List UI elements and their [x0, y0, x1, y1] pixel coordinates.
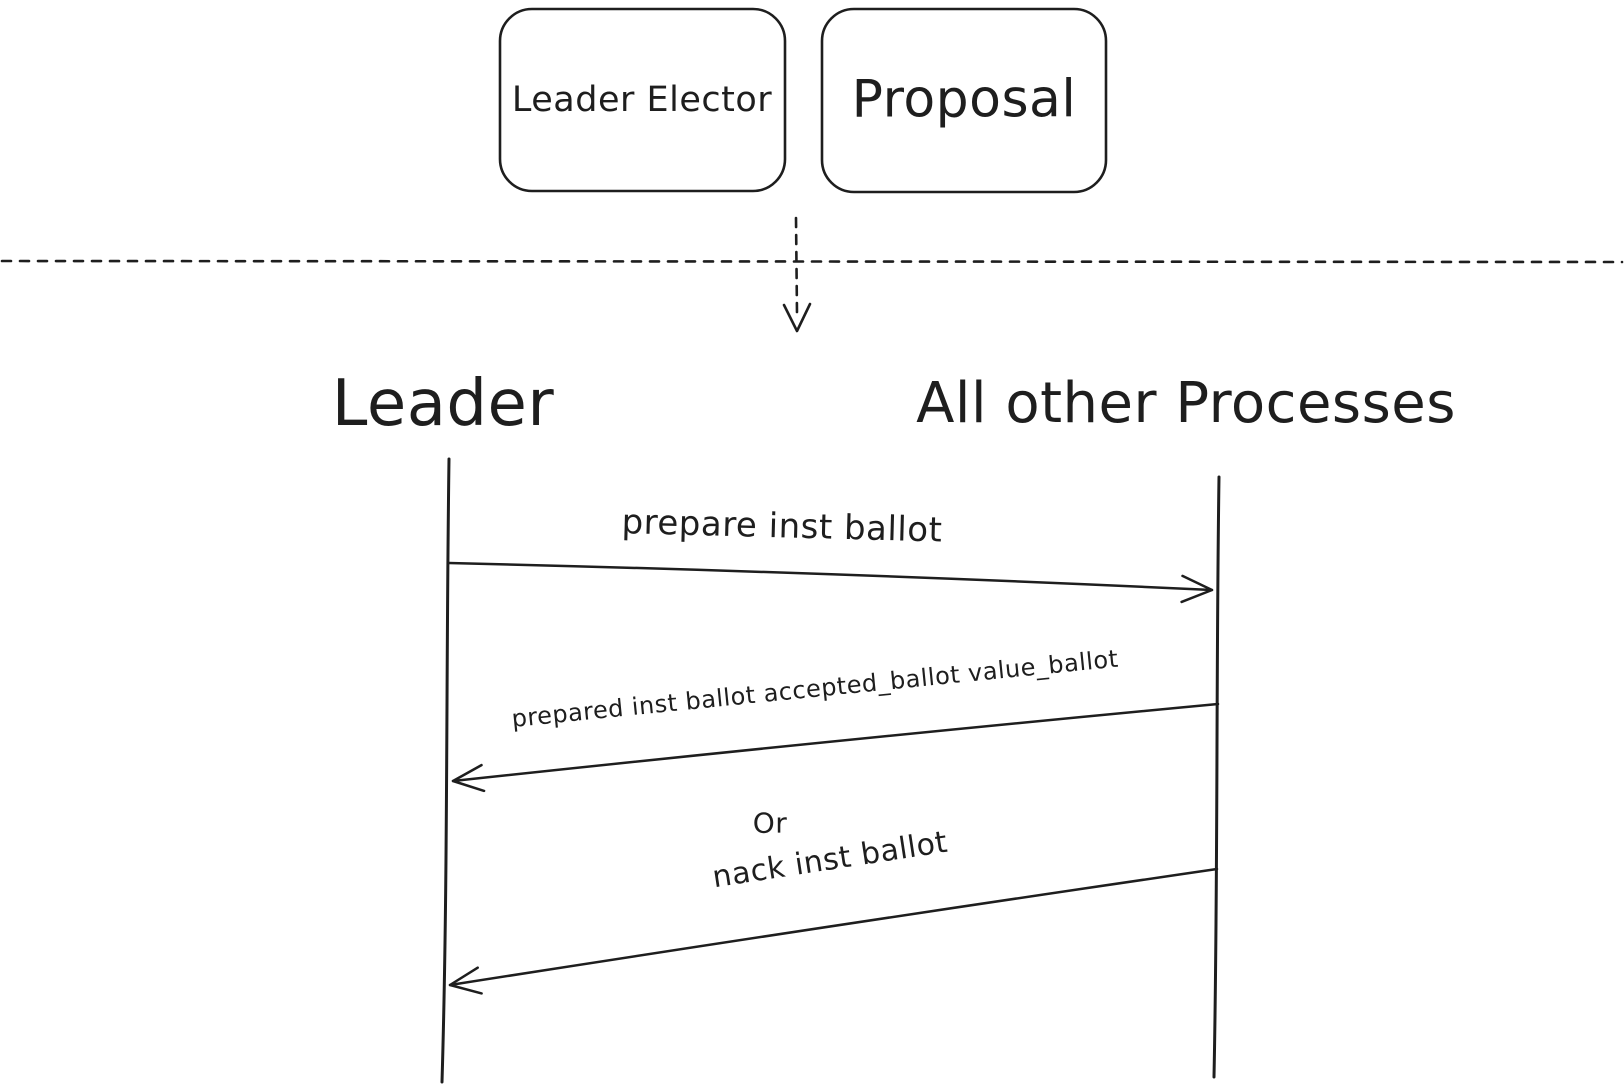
dashed-down-arrow-head	[782, 302, 812, 333]
message-prepared-line	[451, 702, 1220, 783]
leader-lifeline	[440, 457, 451, 1084]
other-processes-lifeline	[1212, 475, 1221, 1079]
or-label: Or	[752, 806, 788, 840]
actor-other-processes-heading: All other Processes	[916, 371, 1456, 437]
message-nack-line	[448, 867, 1219, 987]
proposal-box	[820, 7, 1108, 194]
message-prepare-label: prepare inst ballot	[621, 502, 943, 551]
leader-elector-label: Leader Elector	[511, 79, 773, 120]
dashed-down-arrow-shaft	[794, 216, 799, 316]
proposal-label: Proposal	[851, 69, 1077, 130]
leader-elector-box	[498, 7, 787, 193]
message-prepare-arrowhead	[1180, 574, 1214, 604]
message-nack-arrowhead	[448, 966, 483, 995]
message-prepare-line	[447, 561, 1214, 592]
actor-leader-heading: Leader	[331, 366, 555, 441]
message-prepared-arrowhead	[451, 763, 486, 793]
dashed-divider-line	[0, 259, 1624, 264]
